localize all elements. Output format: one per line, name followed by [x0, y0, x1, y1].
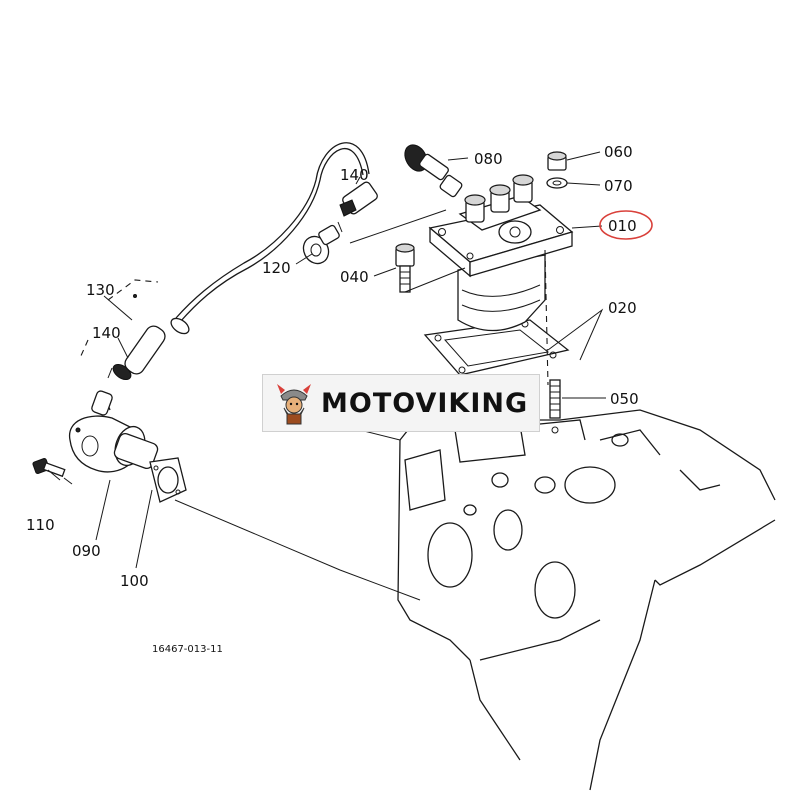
callout-040: 040 [340, 268, 369, 286]
banjo-joint-120 [302, 224, 340, 265]
callout-090: 090 [72, 542, 101, 560]
watermark-banner: MOTOVIKING [262, 374, 540, 432]
figure-number: 16467-013-11 [152, 644, 223, 655]
fuel-pipe [175, 142, 370, 323]
hose-140-top [337, 181, 378, 233]
highlight-ring [599, 210, 653, 240]
callout-010: 010 [608, 217, 637, 235]
washer-070 [546, 177, 568, 189]
hose-130 [124, 317, 190, 375]
callout-020: 020 [608, 299, 637, 317]
callout-100: 100 [120, 572, 149, 590]
callout-080: 080 [474, 150, 503, 168]
callout-140-left: 140 [92, 324, 121, 342]
viking-mascot-icon [277, 384, 311, 425]
watermark-text: MOTOVIKING [321, 387, 529, 419]
callout-140-top: 140 [340, 166, 369, 184]
clamp-140-left [107, 363, 132, 381]
callout-050: 050 [610, 390, 639, 408]
nut-060 [547, 151, 567, 171]
callout-110: 110 [26, 516, 55, 534]
callout-120: 120 [262, 259, 291, 277]
feed-pump-090 [69, 390, 159, 473]
engine-block [397, 409, 776, 791]
callout-070: 070 [604, 177, 633, 195]
callout-060: 060 [604, 143, 633, 161]
injection-pump-010 [428, 174, 574, 332]
bolt-110 [32, 458, 66, 478]
stud-050 [549, 379, 561, 434]
callout-130: 130 [86, 281, 115, 299]
gasket-100 [149, 457, 187, 503]
bolt-040 [395, 243, 415, 293]
eye-fitting-080 [404, 144, 463, 198]
